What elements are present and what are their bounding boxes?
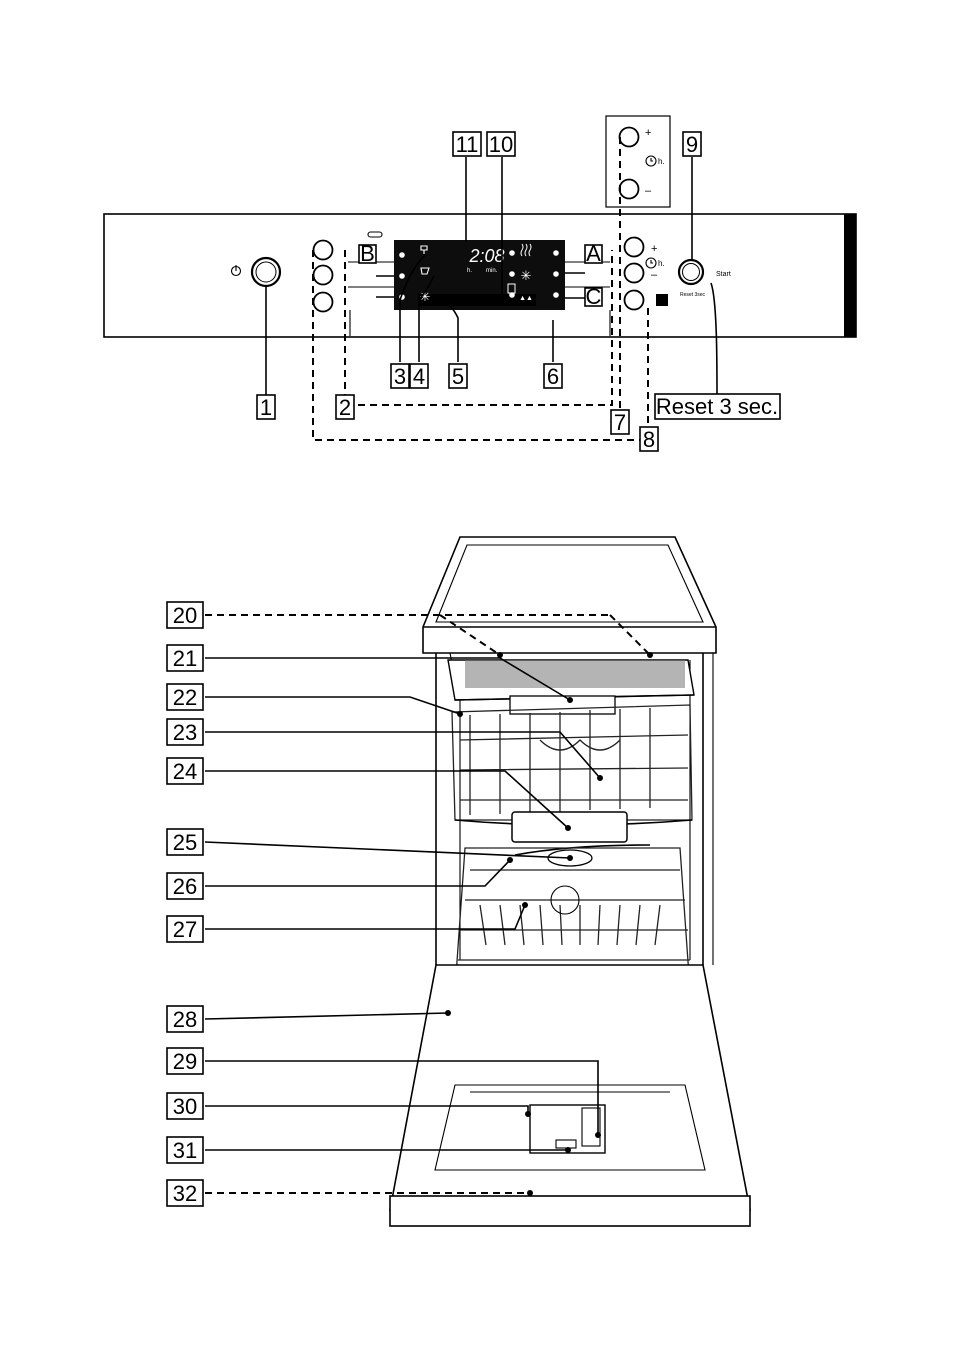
svg-text:h.: h. xyxy=(658,259,665,268)
callout-29: 29 xyxy=(167,1048,203,1074)
callout-23: 23 xyxy=(167,719,203,745)
svg-text:5: 5 xyxy=(452,364,464,389)
timer-plus-button[interactable] xyxy=(625,238,644,257)
vario-icon: ▲▲ xyxy=(519,295,533,302)
svg-text:2: 2 xyxy=(339,395,351,420)
half-load-icon xyxy=(656,294,668,306)
callout-11: 11 xyxy=(453,132,481,157)
svg-text:31: 31 xyxy=(173,1138,197,1163)
callout-9: 9 xyxy=(683,132,701,157)
program-button-2[interactable] xyxy=(314,266,333,285)
svg-text:29: 29 xyxy=(173,1049,197,1074)
timer-inset: + – h. xyxy=(606,116,670,207)
display-minutes-label: min. xyxy=(486,268,498,274)
callout-20: 20 xyxy=(167,602,203,628)
program-button-1[interactable] xyxy=(314,241,333,260)
callout-8: 8 xyxy=(640,427,658,452)
callout-21: 21 xyxy=(167,645,203,671)
svg-text:3: 3 xyxy=(394,364,406,389)
svg-text:A: A xyxy=(586,241,601,266)
svg-text:+: + xyxy=(645,127,651,139)
dishwasher: 20 21 22 23 24 25 26 27 xyxy=(167,537,750,1226)
svg-text:10: 10 xyxy=(489,132,513,157)
callout-31: 31 xyxy=(167,1137,203,1163)
svg-text:30: 30 xyxy=(173,1094,197,1119)
svg-text:C: C xyxy=(586,284,602,309)
svg-text:22: 22 xyxy=(173,685,197,710)
svg-text:B: B xyxy=(360,241,375,266)
callout-22: 22 xyxy=(167,684,203,710)
svg-text:27: 27 xyxy=(173,917,197,942)
open-door xyxy=(390,965,750,1226)
svg-text:8: 8 xyxy=(643,427,655,452)
svg-text:7: 7 xyxy=(614,410,626,435)
callout-1: 1 xyxy=(257,395,275,420)
callout-26: 26 xyxy=(167,873,203,899)
svg-text:Reset 3 sec.: Reset 3 sec. xyxy=(656,394,778,419)
svg-text:h.: h. xyxy=(658,157,665,166)
svg-text:23: 23 xyxy=(173,720,197,745)
timer-minus-button[interactable] xyxy=(625,264,644,283)
svg-text:21: 21 xyxy=(173,646,197,671)
callout-reset: Reset 3 sec. xyxy=(655,394,780,419)
callout-30: 30 xyxy=(167,1093,203,1119)
control-panel: B A C 2:08 h. min. xyxy=(104,116,856,452)
program-buttons-left xyxy=(314,241,333,312)
display-time: 2:08 xyxy=(468,246,504,266)
callout-32: 32 xyxy=(167,1180,203,1206)
svg-text:+: + xyxy=(651,243,657,255)
callout-2: 2 xyxy=(336,395,354,420)
display-hours-label: h. xyxy=(467,268,472,274)
program-letter-a: A xyxy=(585,241,602,266)
callout-4: 4 xyxy=(410,364,428,389)
main-switch[interactable] xyxy=(252,258,280,286)
program-button-3[interactable] xyxy=(314,293,333,312)
svg-text:28: 28 xyxy=(173,1007,197,1032)
svg-text:–: – xyxy=(645,185,652,197)
svg-text:25: 25 xyxy=(173,830,197,855)
callout-5: 5 xyxy=(449,364,467,389)
callout-24: 24 xyxy=(167,758,203,784)
svg-text:1: 1 xyxy=(260,395,272,420)
callout-3: 3 xyxy=(391,364,409,389)
start-button[interactable] xyxy=(679,260,703,284)
svg-text:32: 32 xyxy=(173,1181,197,1206)
callout-6: 6 xyxy=(544,364,562,389)
reset-small-label: Reset 3sec xyxy=(680,292,706,298)
eco-icon: ✳ xyxy=(521,268,532,283)
svg-text:–: – xyxy=(651,269,658,281)
callout-7: 7 xyxy=(611,410,629,435)
callout-27: 27 xyxy=(167,916,203,942)
svg-text:24: 24 xyxy=(173,759,197,784)
program-letter-c: C xyxy=(585,284,602,309)
start-label: Start xyxy=(716,271,731,278)
svg-text:20: 20 xyxy=(173,603,197,628)
svg-text:6: 6 xyxy=(547,364,559,389)
callout-10: 10 xyxy=(487,132,515,157)
svg-text:11: 11 xyxy=(456,132,479,157)
callout-25: 25 xyxy=(167,829,203,855)
svg-text:4: 4 xyxy=(413,364,425,389)
extra-function-button[interactable] xyxy=(625,291,644,310)
svg-text:9: 9 xyxy=(686,132,698,157)
upper-basket xyxy=(452,705,692,842)
program-letter-b: B xyxy=(359,241,376,266)
svg-text:26: 26 xyxy=(173,874,197,899)
callout-28: 28 xyxy=(167,1006,203,1032)
